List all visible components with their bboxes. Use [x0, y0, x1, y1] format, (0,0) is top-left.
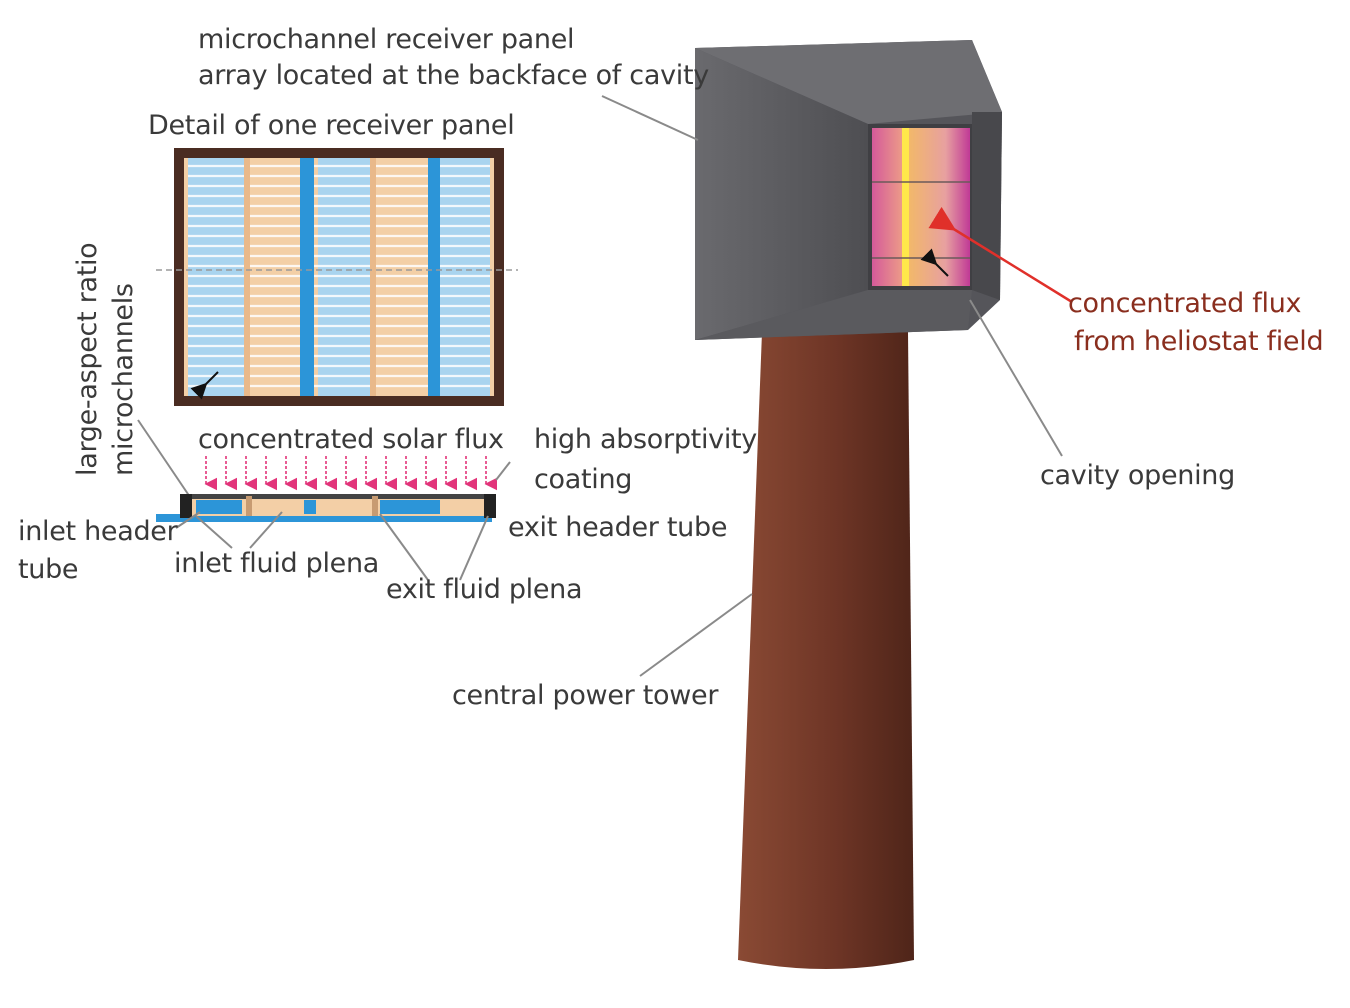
leader-inlet-plena-b	[195, 515, 233, 549]
hot-panel-stripe	[902, 128, 909, 286]
leader-inlet-plena-a	[249, 511, 283, 549]
central-power-tower	[738, 332, 914, 969]
hot-panel-right	[909, 128, 970, 286]
leader-microchannels	[137, 419, 193, 501]
label-tower: central power tower	[452, 680, 719, 711]
label-coating-2: coating	[534, 464, 632, 495]
label-detail-title: Detail of one receiver panel	[148, 110, 514, 141]
leader-cavity-opening	[969, 299, 1063, 457]
label-cavity-opening: cavity opening	[1040, 460, 1235, 491]
label-microchannels-1: large-aspect ratio	[72, 243, 103, 476]
flux-arrow	[928, 206, 1073, 304]
label-coating-1: high absorptivity	[534, 424, 757, 455]
label-inlet-header-1: inlet header	[18, 516, 179, 547]
label-flux-1: concentrated flux	[1068, 288, 1302, 319]
label-flux-2: from heliostat field	[1074, 326, 1323, 357]
leader-tower	[639, 593, 753, 677]
label-exit-plena: exit fluid plena	[386, 574, 582, 605]
leader-coating	[495, 461, 511, 481]
label-solar-flux: concentrated solar flux	[198, 424, 504, 455]
label-exit-header: exit header tube	[508, 512, 727, 543]
label-inlet-header-2: tube	[18, 554, 78, 585]
panel-cross-section	[156, 456, 498, 522]
leader-inlet-header	[175, 511, 201, 529]
receiver-panel-detail	[156, 148, 518, 406]
cavity-receiver	[695, 40, 1002, 340]
leader-exit-plena-b	[459, 515, 489, 581]
label-panel-array-1: microchannel receiver panel	[198, 24, 574, 55]
label-inlet-plena: inlet fluid plena	[174, 548, 379, 579]
hot-panel-left	[872, 128, 902, 286]
label-microchannels-2: microchannels	[108, 283, 139, 476]
label-panel-array-2: array located at the backface of cavity	[198, 60, 709, 91]
leader-panel-array	[601, 95, 699, 141]
leader-exit-plena-a	[379, 513, 429, 581]
